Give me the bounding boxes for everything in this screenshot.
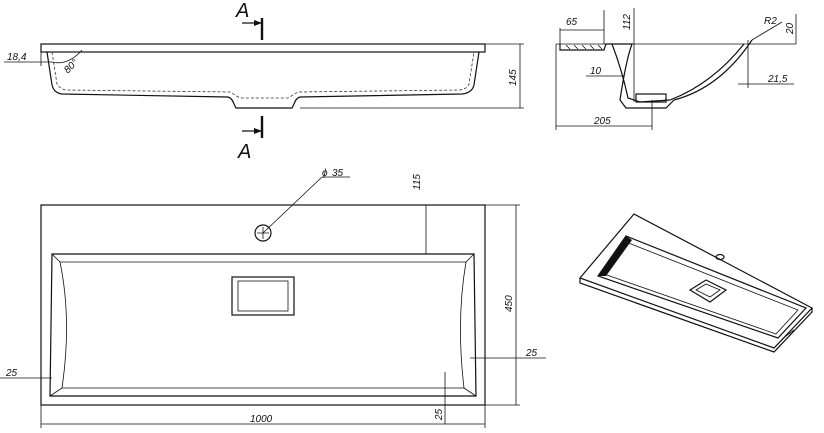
section-view-drain (635, 93, 667, 103)
plan-view-tap-hole (254, 224, 272, 242)
section-view-inner (611, 43, 745, 103)
section-dim-radius: R2 (764, 16, 777, 27)
section-label-bottom: A (237, 141, 251, 163)
plan-view: ϕ 35 115 450 1000 25 25 25 (0, 168, 546, 428)
plan-dim-bottom-margin: 25 (434, 408, 445, 421)
section-dim-line-radius (751, 21, 783, 41)
section-dim-depth: 112 (622, 14, 633, 30)
plan-dim-leader-hole (262, 176, 323, 234)
plan-dim-hole-diameter-symbol: ϕ (322, 168, 328, 179)
iso-drain (688, 279, 728, 303)
plan-dim-hole-diameter: 35 (332, 168, 344, 179)
section-view: 65 112 R2 20 10 21,5 205 (555, 8, 797, 130)
section-arrowhead-bottom (254, 128, 262, 134)
section-dim-top-thickness: 20 (785, 22, 796, 35)
front-dim-height: 145 (508, 69, 519, 86)
front-view-angle-arc (51, 49, 83, 64)
plan-view-basin-outer (49, 253, 477, 397)
section-label-top: A (235, 0, 249, 22)
plan-dim-right-margin: 25 (525, 348, 538, 359)
plan-dim-width: 1000 (250, 414, 273, 425)
iso-basin-shade (598, 236, 632, 276)
section-dim-overhang: 21,5 (767, 74, 788, 85)
section-view-profile (559, 39, 753, 109)
plan-view-drain (231, 276, 295, 316)
iso-drain-inner (695, 283, 721, 298)
section-view-hatch (565, 44, 603, 50)
plan-view-outline (40, 204, 486, 406)
plan-dim-hole-offset: 115 (412, 174, 423, 190)
front-dim-rim-thickness: 18,4 (7, 52, 27, 63)
plan-dim-left-margin: 25 (5, 368, 18, 379)
plan-dim-depth: 450 (504, 295, 515, 312)
front-view-top-slab (40, 43, 486, 53)
front-dim-angle: 80° (62, 57, 80, 75)
section-arrowhead-top (254, 20, 262, 26)
section-dim-drain-offset: 205 (593, 116, 611, 127)
iso-side-face (579, 278, 813, 353)
front-view-basin (46, 51, 480, 109)
isometric-view (578, 213, 813, 353)
iso-front-lip (773, 329, 795, 349)
iso-basin (597, 235, 808, 339)
front-view: A A 18,4 80° 145 (4, 0, 524, 163)
section-dim-rim-width: 65 (566, 17, 578, 28)
plan-view-drain-inner (237, 280, 289, 312)
front-view-hidden-basin (51, 51, 475, 99)
section-dim-wall: 10 (590, 66, 602, 77)
iso-top-surface (578, 213, 813, 349)
plan-view-basin-bevel (49, 253, 477, 397)
iso-tap-hole (715, 253, 725, 261)
